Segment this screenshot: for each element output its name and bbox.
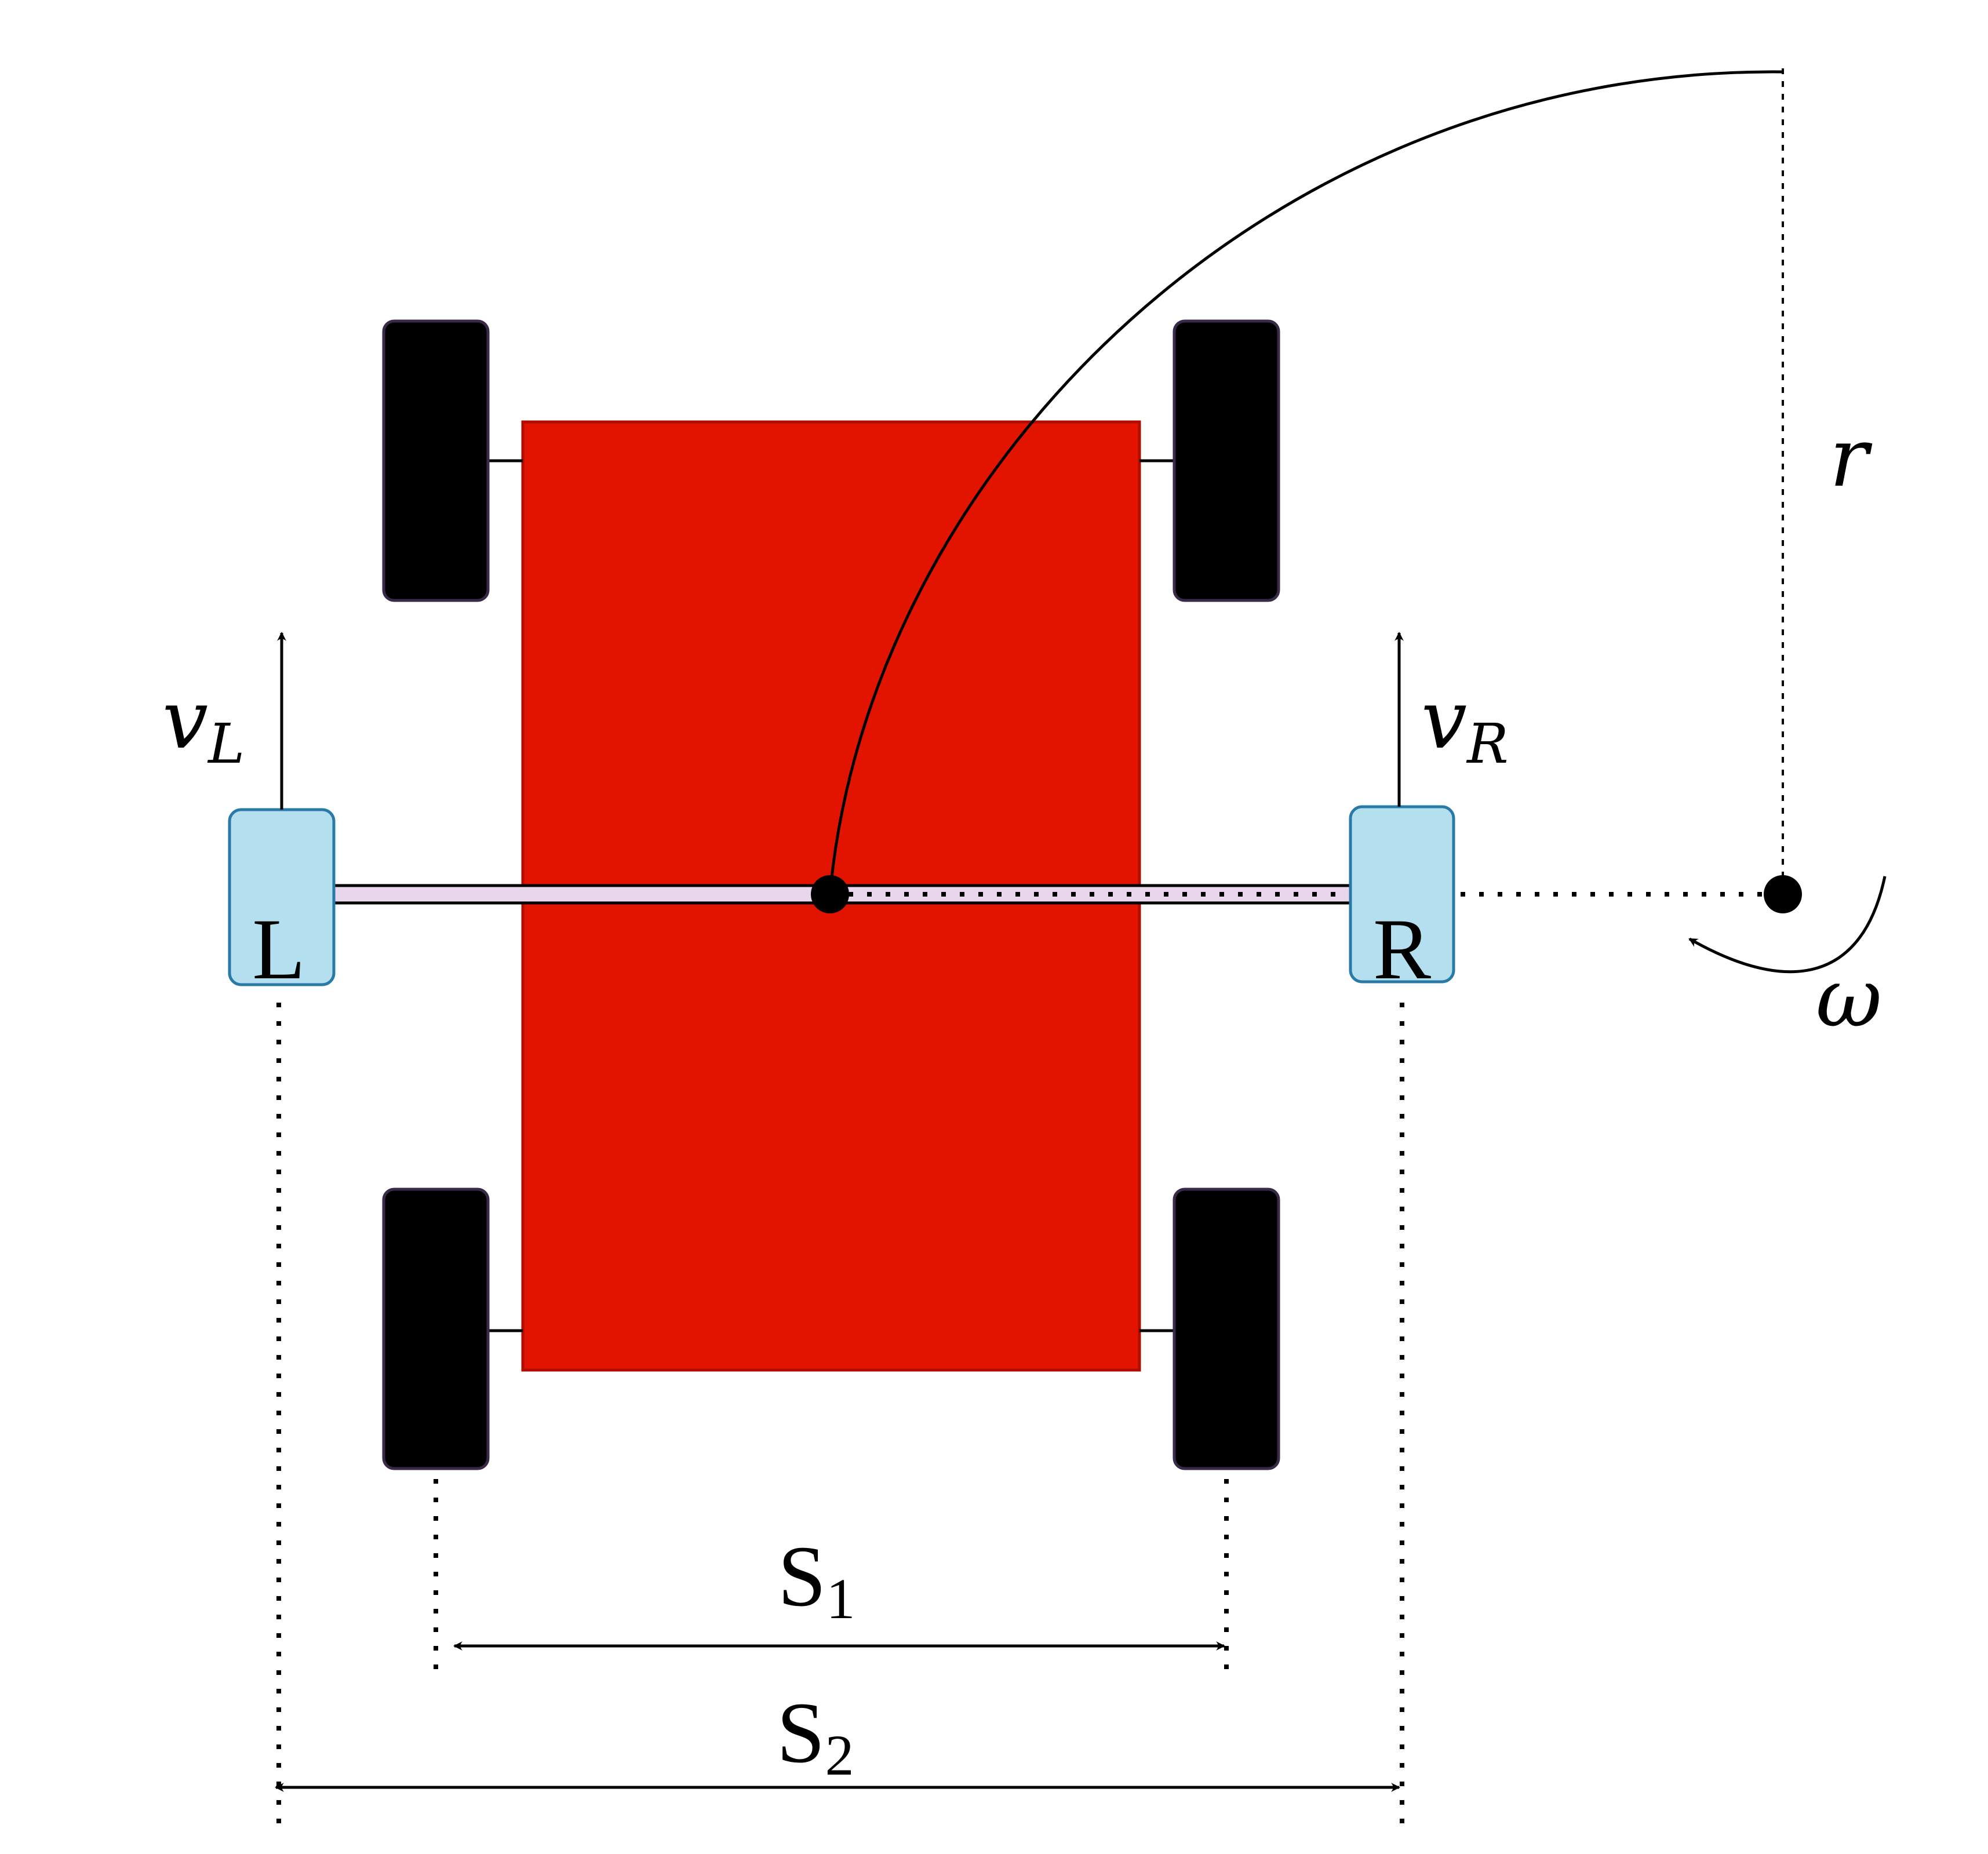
front-right-wheel [1173, 319, 1280, 602]
v-left-label: vL [162, 673, 245, 776]
icr-point [1764, 875, 1802, 913]
s2-label: S2 [777, 1685, 854, 1787]
v-right-label: vR [1421, 673, 1509, 776]
s1-symbol: S [778, 1528, 826, 1624]
right-virtual-wheel [1349, 805, 1455, 984]
left-wheel-label: L [252, 901, 305, 997]
s2-symbol: S [777, 1685, 825, 1781]
s2-subscript: 2 [825, 1723, 854, 1787]
dimension-extension-lines [276, 1003, 1404, 1826]
v-right-symbol: v [1421, 673, 1467, 767]
center-point [811, 875, 849, 913]
omega-arrow [1688, 876, 1887, 974]
radius-label: r [1830, 411, 1873, 505]
v-right-subscript: R [1466, 712, 1509, 776]
right-wheel-label: R [1373, 901, 1431, 997]
v-left-symbol: v [162, 673, 208, 767]
s1-subscript: 1 [826, 1567, 855, 1631]
s1-label: S1 [778, 1528, 855, 1631]
omega-label: ω [1816, 951, 1882, 1046]
v-left-subscript: L [207, 712, 245, 776]
turning-arc [828, 70, 1783, 895]
rear-left-wheel [382, 1188, 490, 1470]
rear-right-wheel [1173, 1188, 1280, 1470]
front-left-wheel [382, 319, 490, 602]
wheel-connectors [488, 459, 1174, 1332]
